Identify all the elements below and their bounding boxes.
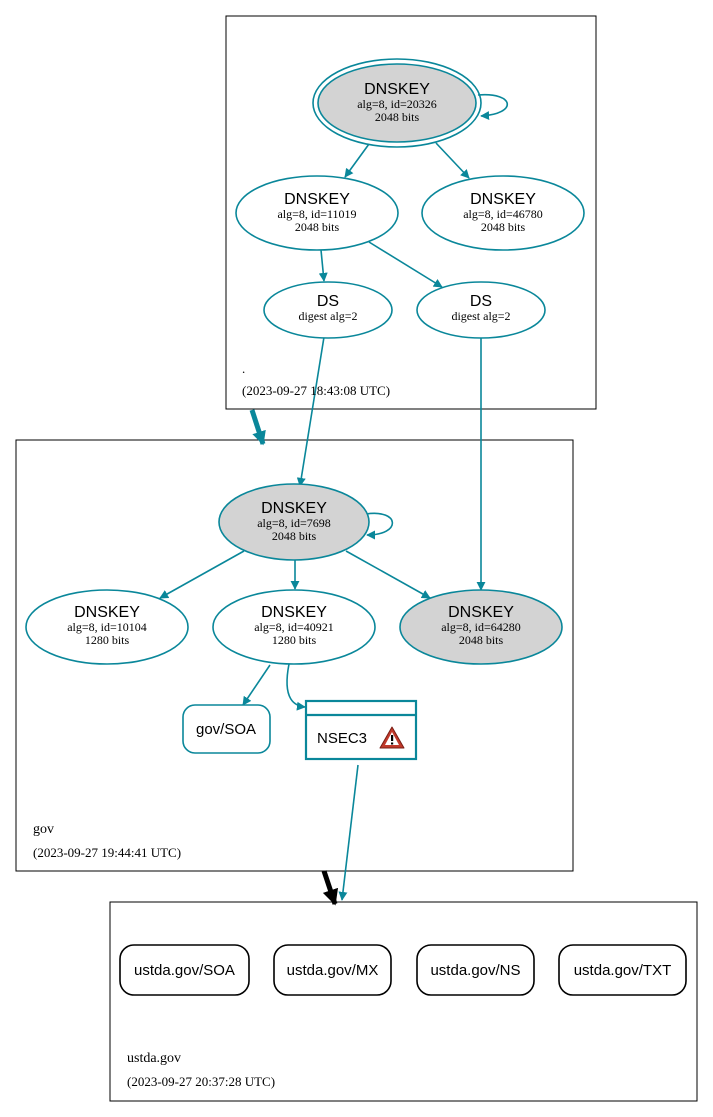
node-ustda-soa[interactable]: ustda.gov/SOA — [119, 944, 250, 996]
zone-gov-timestamp: (2023-09-27 19:44:41 UTC) — [33, 845, 181, 860]
node-gov-ksk-64280[interactable]: DNSKEY alg=8, id=64280 2048 bits — [399, 589, 563, 665]
edge-root-ksk-zsk2 — [435, 142, 470, 179]
edge-gov-ksk-ksk2 — [345, 550, 431, 599]
node-alg: alg=8, id=10104 — [67, 620, 147, 634]
node-label: ustda.gov/MX — [287, 962, 379, 979]
edge-gov-ksk-self — [365, 512, 394, 540]
zone-ustda-name: ustda.gov — [127, 1051, 181, 1066]
node-alg: alg=8, id=7698 — [257, 516, 331, 530]
node-label: ustda.gov/SOA — [134, 962, 235, 979]
node-gov-zsk-10104[interactable]: DNSKEY alg=8, id=10104 1280 bits — [25, 589, 189, 665]
node-title: DS — [317, 293, 339, 310]
node-title: DNSKEY — [284, 191, 350, 208]
node-alg: alg=8, id=11019 — [277, 207, 356, 221]
node-gov-soa[interactable]: gov/SOA — [182, 704, 271, 754]
node-ustda-txt[interactable]: ustda.gov/TXT — [558, 944, 687, 996]
node-alg: alg=8, id=46780 — [463, 207, 543, 221]
zone-ustda-box — [109, 901, 698, 1102]
node-title: DNSKEY — [364, 81, 430, 98]
node-root-ksk[interactable]: DNSKEY alg=8, id=20326 2048 bits — [312, 58, 482, 148]
node-root-zsk-11019[interactable]: DNSKEY alg=8, id=11019 2048 bits — [235, 175, 399, 251]
node-label: gov/SOA — [196, 721, 256, 738]
node-title: DNSKEY — [261, 604, 327, 621]
node-digest: digest alg=2 — [298, 309, 357, 323]
node-title: DNSKEY — [448, 604, 514, 621]
node-nsec3[interactable]: NSEC3 — [304, 699, 418, 761]
edge-root-zsk1-ds2 — [368, 241, 443, 288]
node-alg: alg=8, id=40921 — [254, 620, 334, 634]
edge-gov-zsk2-soa — [242, 664, 271, 706]
zone-ustda-timestamp: (2023-09-27 20:37:28 UTC) — [127, 1074, 275, 1089]
node-title: DNSKEY — [470, 191, 536, 208]
node-bits: 1280 bits — [272, 633, 317, 647]
warning-icon — [379, 726, 405, 749]
node-bits: 2048 bits — [481, 220, 526, 234]
node-title: DNSKEY — [261, 500, 327, 517]
node-gov-zsk-40921[interactable]: DNSKEY alg=8, id=40921 1280 bits — [212, 589, 376, 665]
edge-root-zsk1-ds1 — [318, 249, 328, 282]
node-root-zsk-46780[interactable]: DNSKEY alg=8, id=46780 2048 bits — [421, 175, 585, 251]
zone-root-name: . — [242, 361, 245, 376]
node-alg: alg=8, id=64280 — [441, 620, 521, 634]
zone-root-box — [225, 15, 597, 410]
node-bits: 2048 bits — [459, 633, 504, 647]
node-title: DS — [470, 293, 492, 310]
edge-nsec3-ustda — [338, 764, 359, 901]
node-label: ustda.gov/NS — [430, 962, 520, 979]
node-bits: 2048 bits — [272, 529, 317, 543]
node-ustda-mx[interactable]: ustda.gov/MX — [273, 944, 392, 996]
node-ds-2[interactable]: DS digest alg=2 — [416, 281, 546, 339]
zone-gov-box — [15, 439, 574, 872]
node-ds-1[interactable]: DS digest alg=2 — [263, 281, 393, 339]
edge-ds1-gov-ksk — [296, 336, 325, 487]
edge-root-ksk-zsk1 — [344, 143, 370, 178]
node-bits: 2048 bits — [375, 110, 420, 124]
node-label: ustda.gov/TXT — [574, 962, 672, 979]
node-gov-ksk-7698[interactable]: DNSKEY alg=8, id=7698 2048 bits — [218, 483, 370, 561]
delegation-arrow-gov-ustda — [321, 870, 339, 906]
node-label: NSEC3 — [317, 730, 367, 747]
node-alg: alg=8, id=20326 — [357, 97, 437, 111]
node-title: DNSKEY — [74, 604, 140, 621]
delegation-arrow-root-gov — [249, 409, 266, 446]
edge-root-ksk-self — [477, 94, 509, 121]
zone-root-timestamp: (2023-09-27 18:43:08 UTC) — [242, 383, 390, 398]
zone-gov-name: gov — [33, 822, 54, 837]
node-ustda-ns[interactable]: ustda.gov/NS — [416, 944, 535, 996]
node-digest: digest alg=2 — [451, 309, 510, 323]
edge-gov-zsk2-nsec3 — [286, 663, 306, 711]
node-bits: 2048 bits — [295, 220, 340, 234]
node-bits: 1280 bits — [85, 633, 130, 647]
edge-gov-ksk-zsk1 — [159, 550, 245, 599]
